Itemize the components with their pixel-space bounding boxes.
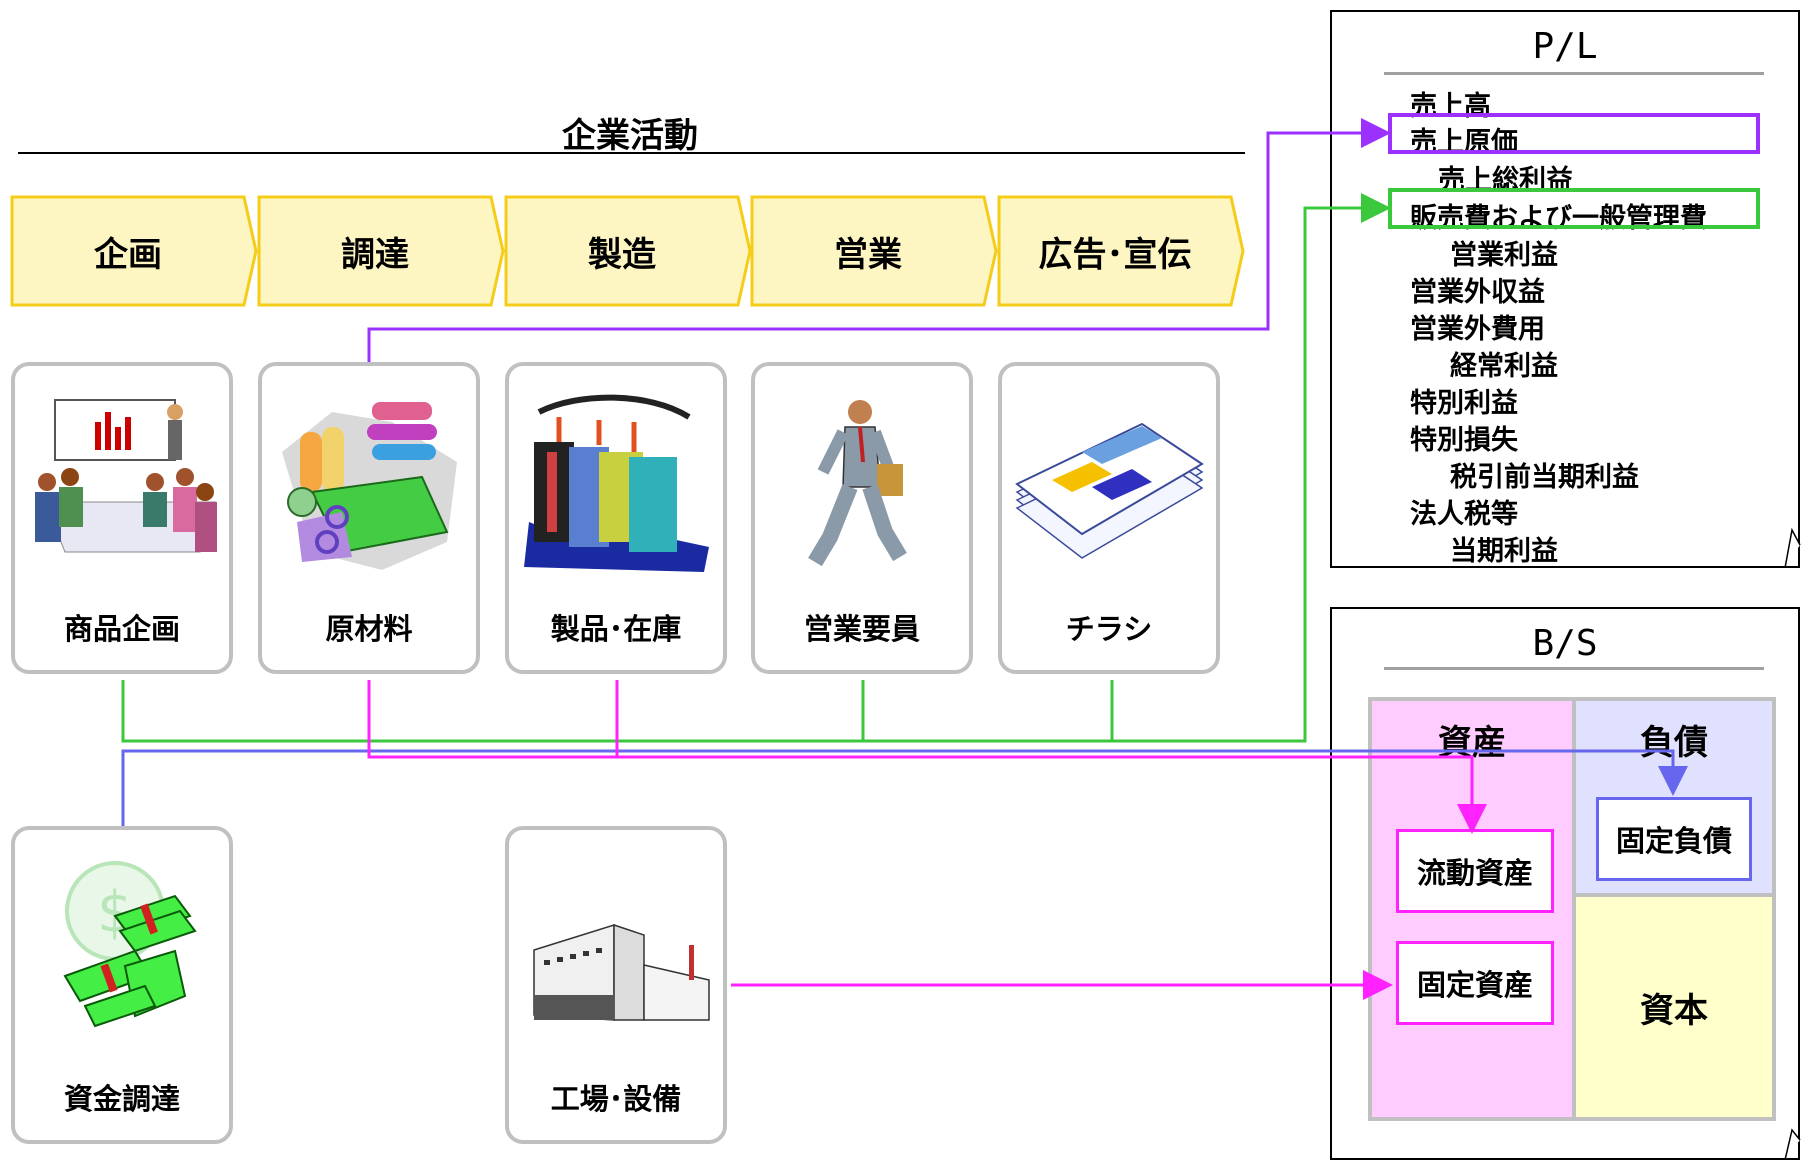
card-sales-staff: 営業要員 [751,362,973,674]
pl-item: 営業外収益 [1410,277,1545,308]
pl-item: 当期利益 [1450,536,1558,567]
card-caption: 資金調達 [63,1082,180,1116]
money-stack-icon: $ [63,861,197,1028]
factory-building-icon [533,923,710,1021]
card-caption: 商品企画 [63,612,180,646]
card-products-inventory: 製品･在庫 [505,362,727,674]
bs-fixed-liabilities: 固定負債 [1596,797,1752,881]
magenta-connector [367,680,1487,834]
activity-label: 調達 [341,234,409,275]
card-caption: 製品･在庫 [550,612,682,646]
running-businessman-icon [808,400,907,567]
fabric-scissors-icon [282,402,457,570]
pl-item: 法人税等 [1410,499,1518,530]
chevron-shape [750,195,998,307]
activity-manufacturing: 製造 [504,195,752,307]
pl-title-rule [1384,72,1764,75]
chevron-shape [257,195,505,307]
activity-advertising: 広告･宣伝 [997,195,1245,307]
green-branch [861,680,1114,741]
activity-planning: 企画 [10,195,258,307]
meeting-presentation-icon [35,399,217,553]
pl-highlight-cost-of-sales [1388,113,1760,154]
card-caption: 原材料 [325,612,413,646]
clothes-rack-icon [524,394,709,572]
bs-liabilities: 負債 固定負債 [1572,697,1776,897]
activity-label: 企画 [94,234,162,275]
bs-capital: 資本 [1572,893,1776,1121]
bs-title-rule [1384,667,1764,670]
pl-item: 特別損失 [1410,425,1518,456]
chevron-shape [504,195,752,307]
card-raw-materials: 原材料 [258,362,480,674]
page-curl-bs [1784,1128,1801,1160]
bs-document: B/S 資産 流動資産 固定資産 負債 固定負債 資本 [1330,607,1800,1160]
card-caption: チラシ [1065,612,1153,646]
activities-title: 企業活動 [562,116,698,156]
title-divider [18,152,1245,154]
bs-title: B/S [1532,623,1598,664]
pl-title: P/L [1532,26,1598,67]
blue-connector [121,749,1688,826]
chevron-shape [997,195,1245,307]
pl-item: 営業利益 [1450,240,1558,271]
activity-label: 広告･宣伝 [1038,234,1192,275]
activity-procurement: 調達 [257,195,505,307]
activity-sales: 営業 [750,195,998,307]
bs-current-assets: 流動資産 [1396,829,1554,913]
card-product-planning: 商品企画 [11,362,233,674]
card-factory: 工場･設備 [505,826,727,1144]
card-caption: 営業要員 [803,612,920,646]
activity-label: 営業 [834,234,902,275]
bs-fixed-assets: 固定資産 [1396,941,1554,1025]
pl-highlight-sga [1388,188,1760,229]
green-connector [121,193,1391,743]
bs-capital-label: 資本 [1640,990,1708,1031]
purple-connector [367,118,1391,362]
newspaper-flyer-icon [1015,422,1204,559]
activity-label: 製造 [588,234,656,275]
pl-item: 営業外費用 [1410,314,1545,345]
card-caption: 工場･設備 [550,1082,682,1116]
pl-item: 税引前当期利益 [1450,462,1639,493]
card-flyer: チラシ [998,362,1220,674]
pl-item: 特別利益 [1410,388,1518,419]
chevron-shape [10,195,258,307]
card-funding: $ 資金調達 [11,826,233,1144]
pl-item: 経常利益 [1450,351,1558,382]
page-curl-pl [1784,527,1801,569]
